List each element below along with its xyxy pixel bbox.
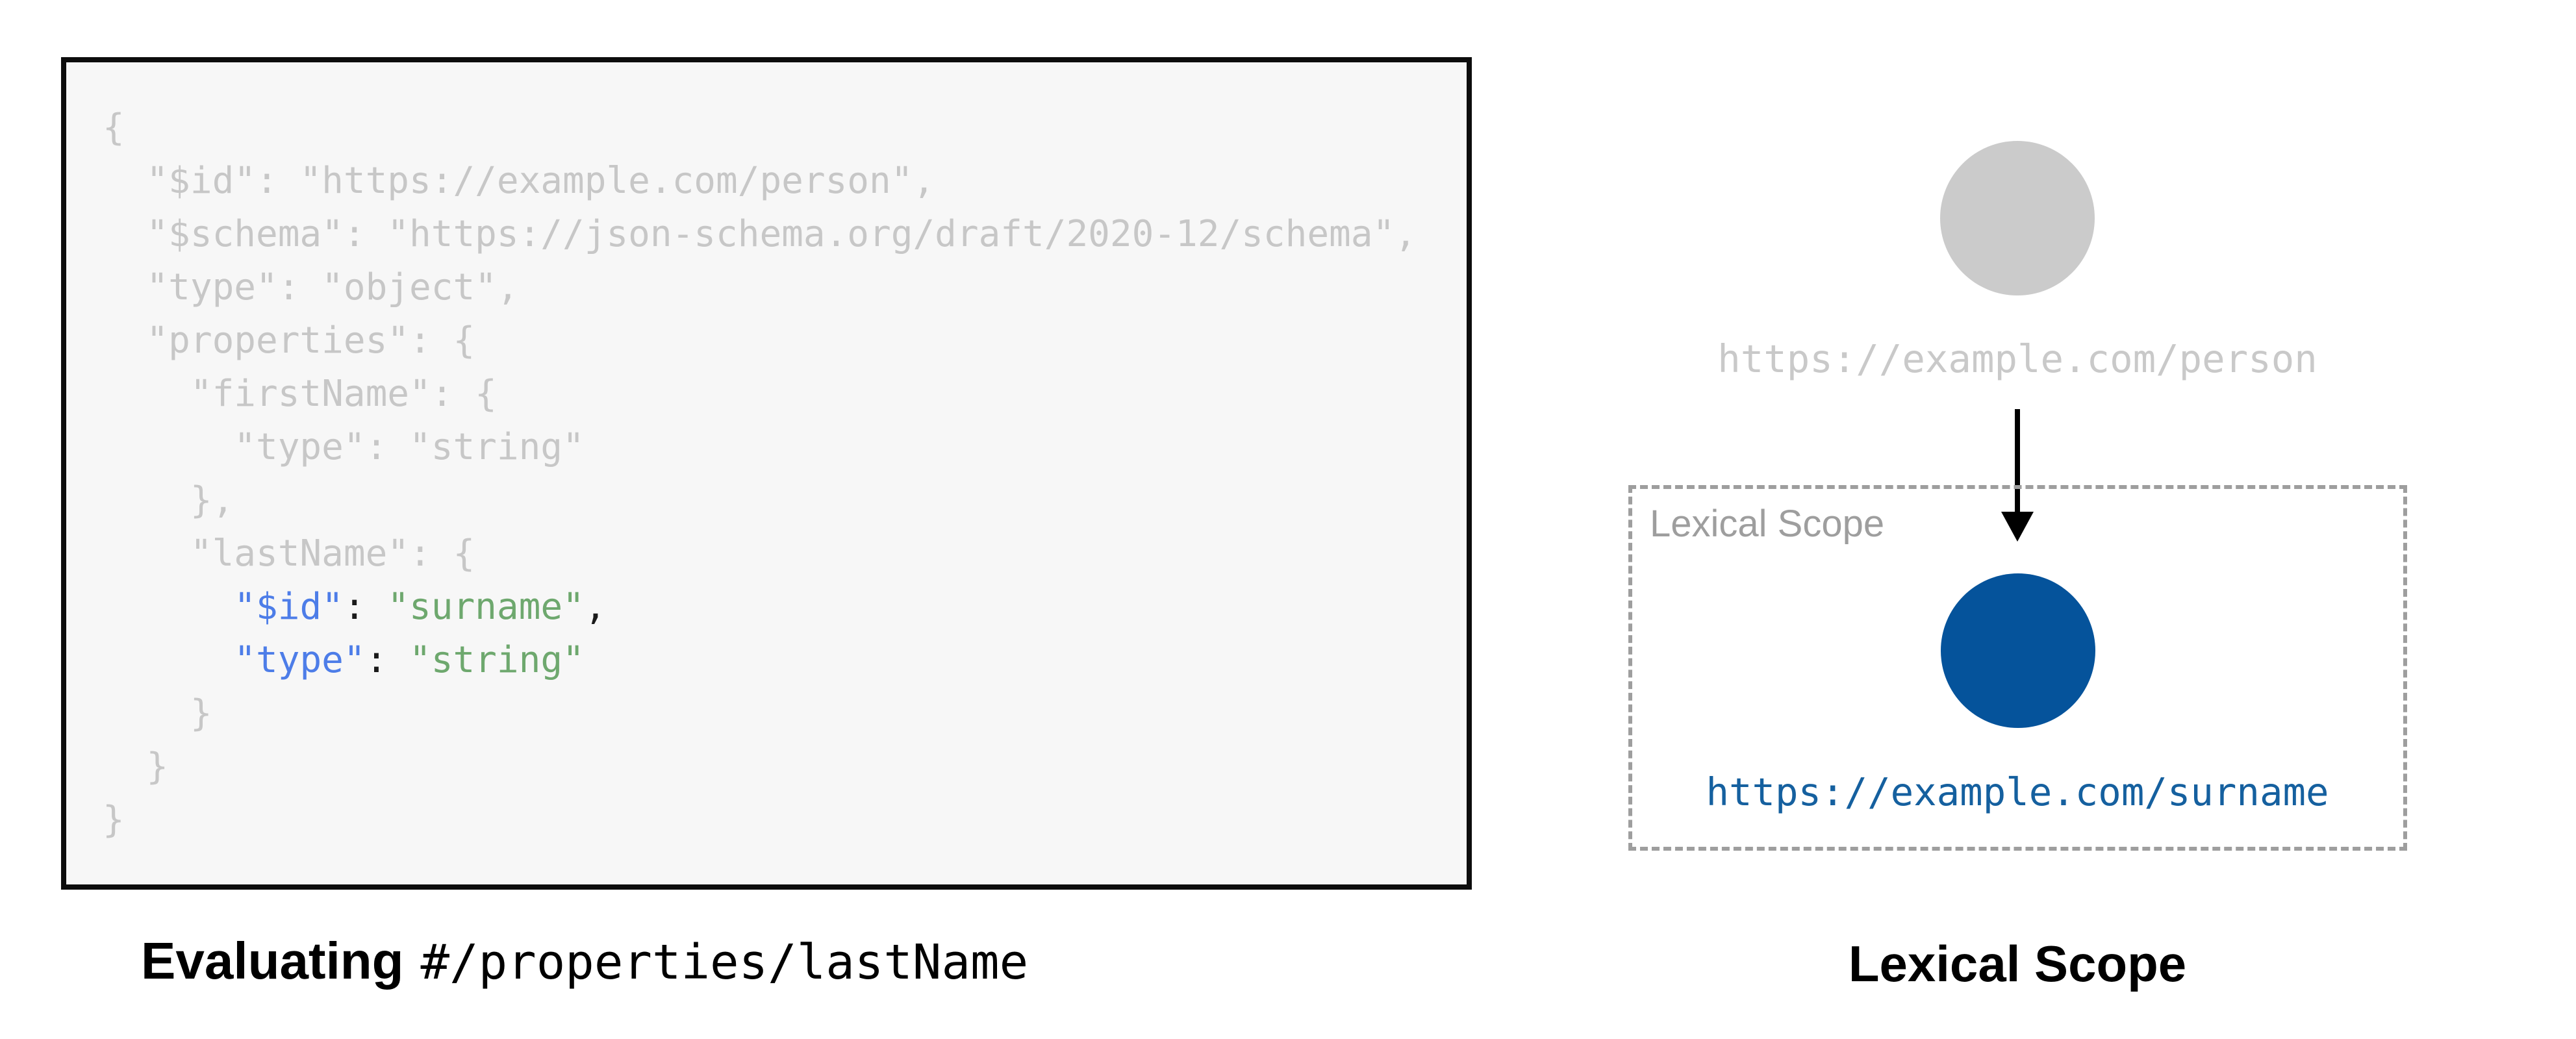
schema-code-panel: { "$id": "https://example.com/person", "…: [61, 57, 1472, 890]
reference-arrow-line: [2015, 409, 2020, 513]
code-line: "firstName": {: [103, 373, 497, 415]
code-line: "$id": "surname",: [234, 586, 607, 628]
code-line: "$id": "https://example.com/person",: [103, 160, 935, 202]
lexical-scope-box: [1628, 485, 2407, 851]
code-line: "type": "string": [234, 639, 585, 681]
down-arrow-icon: [2001, 512, 2034, 542]
json-code: { "$id": "https://example.com/person", "…: [66, 62, 1467, 847]
evaluating-caption-pointer: #/properties/lastName: [420, 934, 1029, 990]
code-line: "type": "string": [103, 426, 585, 468]
code-line: "lastName": {: [103, 532, 475, 575]
child-schema-uri: https://example.com/surname: [1706, 770, 2329, 814]
code-line: }: [103, 692, 212, 734]
code-line: "$schema": "https://json-schema.org/draf…: [103, 213, 1417, 255]
code-line: "properties": {: [103, 319, 475, 362]
evaluating-caption-word: Evaluating: [141, 932, 404, 990]
lexical-scope-caption: Lexical Scope: [1848, 935, 2187, 992]
lexical-scope-box-label: Lexical Scope: [1650, 503, 1885, 545]
code-line: },: [103, 479, 234, 521]
child-schema-node: [1941, 573, 2095, 728]
parent-schema-node: [1940, 141, 2095, 295]
parent-schema-uri: https://example.com/person: [1717, 336, 2317, 381]
evaluating-caption: Evaluating #/properties/lastName: [141, 930, 1028, 994]
code-line: }: [103, 745, 169, 788]
code-line: "type": "object",: [103, 266, 519, 308]
code-line: }: [103, 799, 125, 841]
code-line: {: [103, 106, 125, 149]
